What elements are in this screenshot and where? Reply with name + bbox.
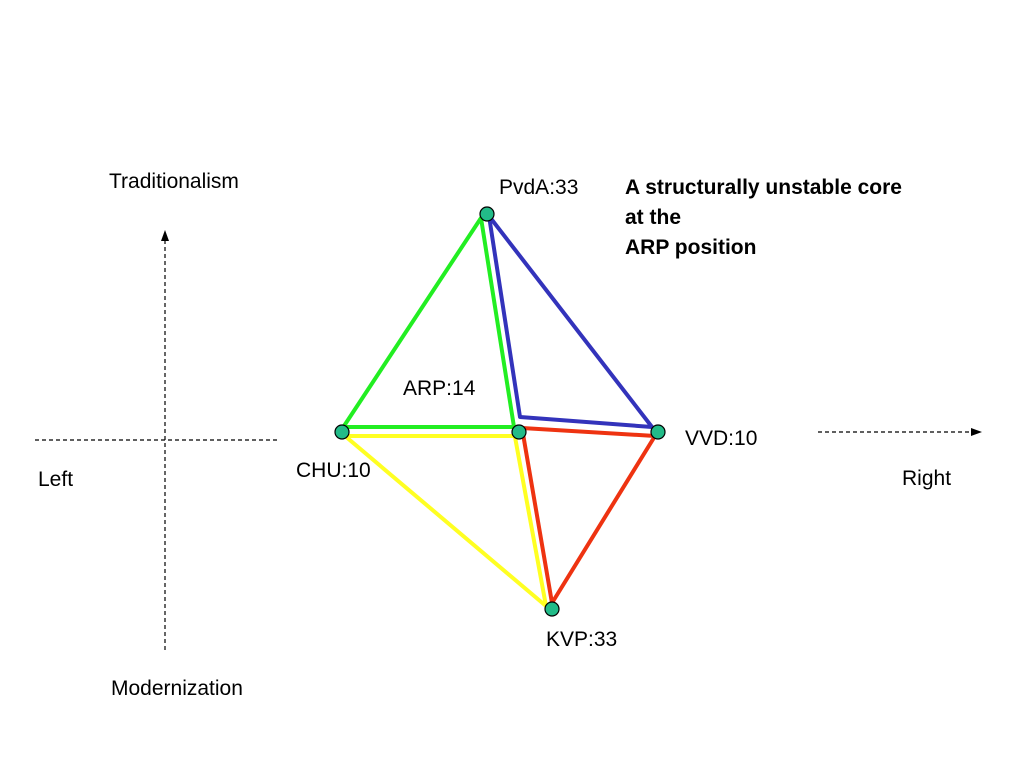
diagram-title: A structurally unstable core at the ARP … (625, 173, 902, 263)
node-pvda (479, 206, 495, 222)
title-line-3: ARP position (625, 236, 757, 259)
coalition-chu-arp-kvp (343, 434, 548, 608)
node-kvp (544, 601, 560, 617)
party-label-chu: CHU:10 (296, 459, 371, 482)
title-line-2: at the (625, 206, 682, 229)
party-label-vvd: VVD:10 (685, 427, 758, 450)
node-chu (334, 424, 350, 440)
axis-label-left: Left (38, 468, 74, 491)
coalition-pvda-arp-vvd (487, 214, 654, 429)
coalition-vvd-arp-kvp (520, 426, 657, 605)
vertical-axis-arrowhead (161, 230, 169, 241)
axis-label-traditionalism: Traditionalism (109, 170, 239, 193)
party-label-kvp: KVP:33 (546, 628, 618, 651)
axis-label-modernization: Modernization (111, 677, 243, 700)
party-label-arp: ARP:14 (403, 377, 476, 400)
coalition-pvda-arp-chu (340, 216, 516, 431)
title-line-1: A structurally unstable core (625, 176, 902, 199)
party-label-pvda: PvdA:33 (499, 176, 579, 199)
node-vvd (650, 424, 666, 440)
node-arp (511, 424, 527, 440)
horizontal-axis-arrowhead (971, 428, 982, 436)
axis-label-right: Right (902, 467, 952, 490)
